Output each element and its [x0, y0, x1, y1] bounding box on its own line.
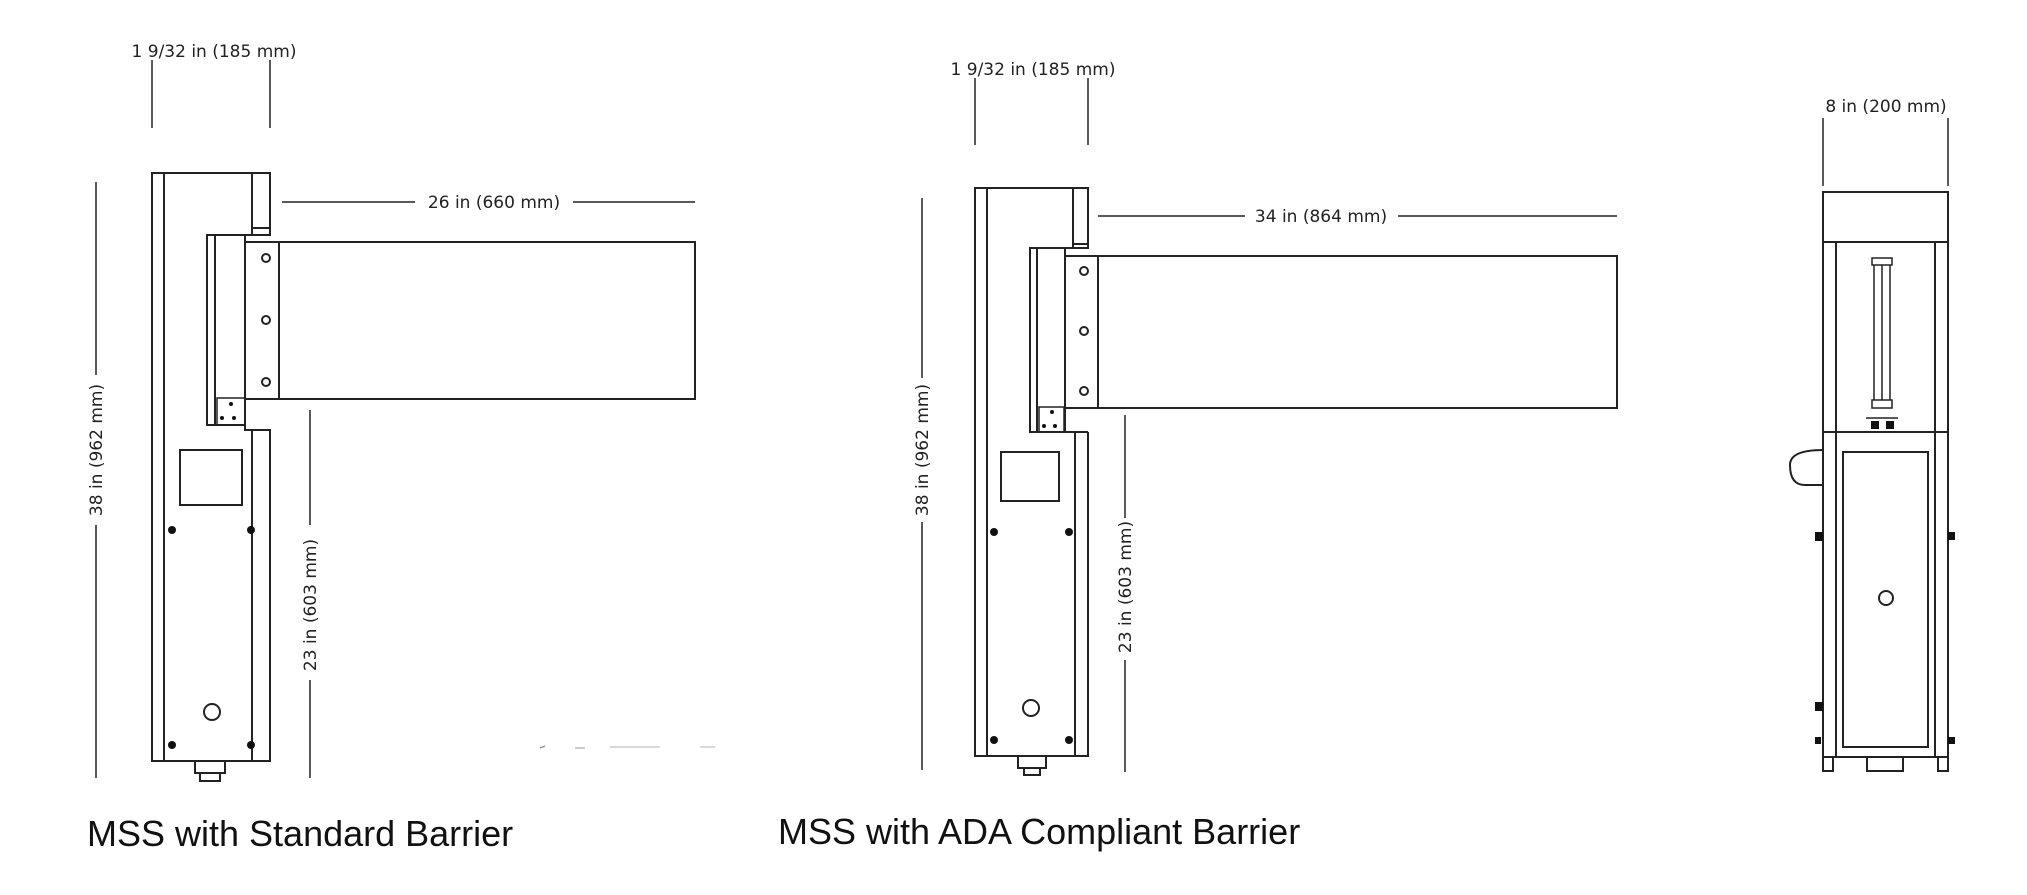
handle — [1788, 449, 1824, 486]
standard-barrier-view: 1 9/32 in (185 mm) 38 in (962 mm) — [87, 42, 715, 854]
ada-barrier-arm — [1064, 255, 1618, 409]
ada-barrier-view: 1 9/32 in (185 mm) 38 in (962 mm) — [778, 60, 1618, 852]
standard-post — [151, 172, 271, 782]
lock-hole — [1022, 699, 1040, 717]
end-view-width-dimension: 8 in (200 mm) — [1825, 97, 1946, 117]
standard-barrier-height-dimension: 23 in (603 mm) — [301, 539, 321, 671]
standard-height-dimension: 38 in (962 mm) — [87, 384, 107, 516]
ada-height-dimension: 38 in (962 mm) — [913, 384, 933, 516]
standard-barrier-arm — [244, 241, 696, 400]
end-view: 8 in (200 mm) — [1788, 97, 1955, 772]
ada-barrier-height-dimension: 23 in (603 mm) — [1116, 521, 1136, 653]
lock-hole — [203, 703, 221, 721]
ada-caption: MSS with ADA Compliant Barrier — [778, 811, 1300, 852]
ada-barrier-length-dimension: 34 in (864 mm) — [1255, 207, 1387, 227]
ada-post — [974, 187, 1089, 776]
display-window — [1000, 451, 1060, 502]
standard-caption: MSS with Standard Barrier — [87, 813, 513, 854]
standard-width-dimension: 1 9/32 in (185 mm) — [132, 42, 297, 62]
standard-barrier-length-dimension: 26 in (660 mm) — [428, 193, 560, 213]
ada-width-dimension: 1 9/32 in (185 mm) — [951, 60, 1116, 80]
display-window — [179, 449, 243, 506]
lock-hole — [1878, 590, 1894, 606]
